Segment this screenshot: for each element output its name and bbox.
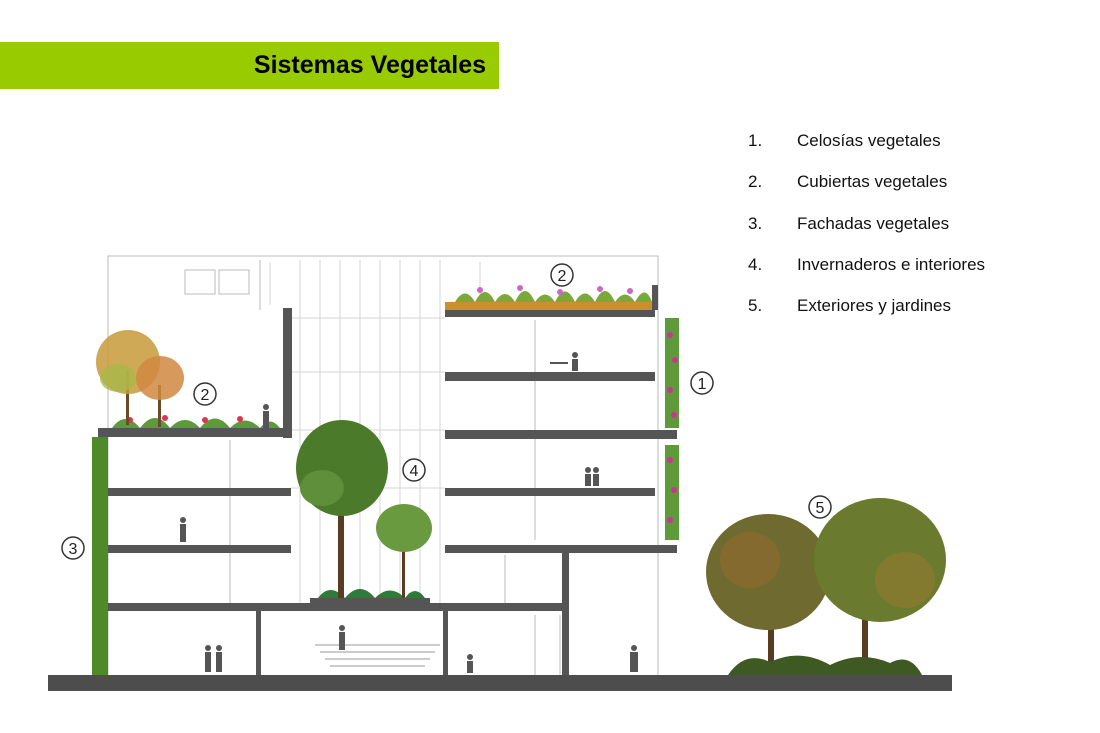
title-bar: Sistemas Vegetales — [0, 42, 499, 89]
marker-1: 1 — [690, 371, 714, 395]
marker-1-label: 1 — [698, 376, 707, 393]
marker-4-label: 4 — [410, 463, 419, 480]
legend-item: 4. Invernaderos e interiores — [748, 255, 985, 296]
green-lattice — [665, 318, 679, 540]
lobby-stairs — [315, 644, 440, 667]
marker-2-lower-label: 2 — [201, 387, 210, 404]
marker-2-upper: 2 — [550, 263, 574, 287]
green-roof-lower — [112, 415, 280, 428]
marker-2-lower: 2 — [193, 382, 217, 406]
page-title: Sistemas Vegetales — [253, 51, 486, 79]
legend-item: 2. Cubiertas vegetales — [748, 172, 985, 213]
legend-number: 4. — [748, 254, 763, 274]
floor-slabs — [98, 308, 677, 675]
legend-label: Invernaderos e interiores — [797, 254, 986, 274]
legend-label: Fachadas vegetales — [797, 213, 950, 233]
legend-number: 1. — [748, 131, 763, 150]
marker-2-upper-label: 2 — [558, 268, 567, 285]
people-silhouettes — [180, 352, 638, 673]
legend-label: Exteriores y jardines — [797, 296, 952, 316]
legend-item: 5. Exteriores y jardines — [748, 296, 985, 337]
marker-5: 5 — [808, 495, 832, 519]
green-facade — [92, 437, 108, 675]
marker-3: 3 — [61, 536, 85, 560]
legend-list: 1. Celosías vegetales 2. Cubiertas vegetal… — [748, 131, 985, 337]
legend-number: 3. — [748, 213, 763, 233]
garden-trees — [706, 498, 946, 675]
legend-item: 1. Celosías vegetales — [748, 131, 985, 172]
marker-3-label: 3 — [69, 541, 78, 558]
legend-number: 2. — [748, 172, 763, 192]
legend-item: 3. Fachadas vegetales — [748, 214, 985, 255]
marker-5-label: 5 — [816, 500, 825, 517]
green-roof-upper — [445, 285, 658, 310]
marker-4: 4 — [402, 458, 426, 482]
atrium-tree — [296, 420, 432, 606]
legend-number: 5. — [748, 296, 763, 316]
ground-line — [48, 675, 952, 691]
legend-label: Cubiertas vegetales — [797, 172, 948, 192]
rooftop-trees — [96, 330, 184, 427]
legend-label: Celosías vegetales — [797, 131, 941, 150]
